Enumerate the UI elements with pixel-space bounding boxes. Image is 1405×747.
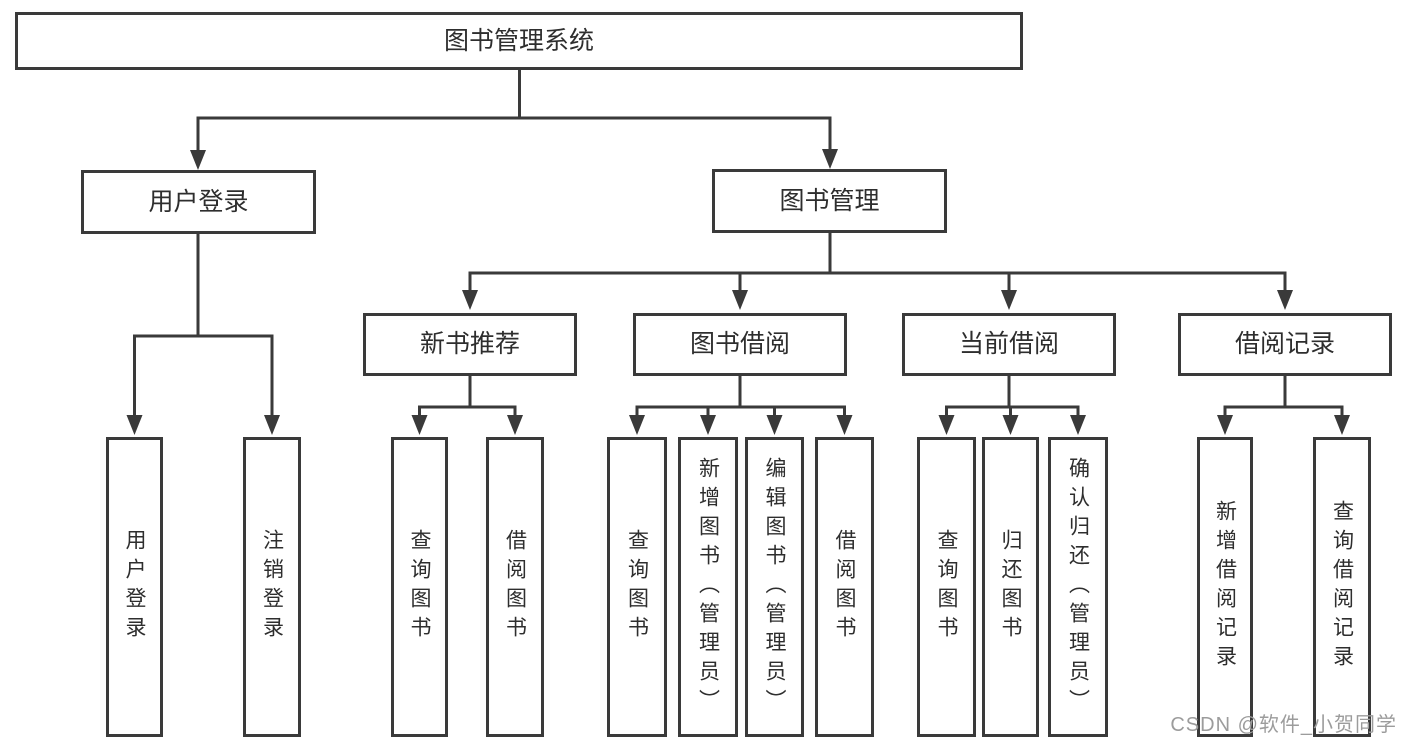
leaf-query-books-current: 查询图书 [917, 437, 976, 737]
node-label: 新书推荐 [419, 330, 520, 358]
leaf-add-borrow-record: 新增借阅记录 [1197, 437, 1253, 737]
node-label: 用户登录 [148, 187, 249, 216]
leaf-borrow-books: 借阅图书 [815, 437, 874, 737]
leaf-query-books-recommend: 查询图书 [391, 437, 448, 737]
node-library-system-root: 图书管理系统 [15, 12, 1023, 70]
arrowheads [126, 149, 1350, 435]
leaf-label: 查询图书 [408, 529, 431, 645]
leaf-label: 归还图书 [999, 529, 1022, 645]
leaf-label: 查询借阅记录 [1330, 500, 1354, 674]
node-label: 图书管理 [779, 186, 880, 215]
node-label: 当前借阅 [958, 330, 1059, 358]
node-new-book-recommend: 新书推荐 [363, 313, 577, 376]
node-book-borrow: 图书借阅 [633, 313, 847, 376]
node-label: 图书借阅 [689, 330, 790, 358]
leaf-label: 新增借阅记录 [1213, 500, 1237, 674]
leaf-label: 确认归还（管理员） [1066, 456, 1090, 718]
leaf-label: 查询图书 [935, 529, 958, 645]
leaf-return-books: 归还图书 [982, 437, 1039, 737]
leaf-label: 用户登录 [123, 529, 146, 645]
leaf-query-borrow-record: 查询借阅记录 [1313, 437, 1371, 737]
csdn-watermark: CSDN @软件_小贺同学 [1170, 714, 1397, 736]
node-book-management: 图书管理 [712, 169, 947, 233]
leaf-borrow-books-recommend: 借阅图书 [486, 437, 544, 737]
leaf-label: 借阅图书 [833, 529, 856, 645]
node-borrow-records: 借阅记录 [1178, 313, 1392, 376]
node-label: 图书管理系统 [443, 26, 594, 55]
node-user-login: 用户登录 [81, 170, 316, 234]
leaf-label: 新增图书（管理员） [696, 456, 720, 718]
leaf-label: 编辑图书（管理员） [763, 456, 786, 718]
leaf-confirm-return-admin: 确认归还（管理员） [1048, 437, 1108, 737]
leaf-edit-books-admin: 编辑图书（管理员） [745, 437, 804, 737]
leaf-query-books-borrow: 查询图书 [607, 437, 667, 737]
leaf-logout-login: 注销登录 [243, 437, 301, 737]
leaf-user-login: 用户登录 [106, 437, 163, 737]
leaf-label: 查询图书 [625, 529, 649, 645]
leaf-add-books-admin: 新增图书（管理员） [678, 437, 738, 737]
leaf-label: 注销登录 [260, 529, 284, 645]
node-label: 借阅记录 [1234, 330, 1335, 358]
leaf-label: 借阅图书 [503, 529, 527, 645]
node-current-borrow: 当前借阅 [902, 313, 1116, 376]
